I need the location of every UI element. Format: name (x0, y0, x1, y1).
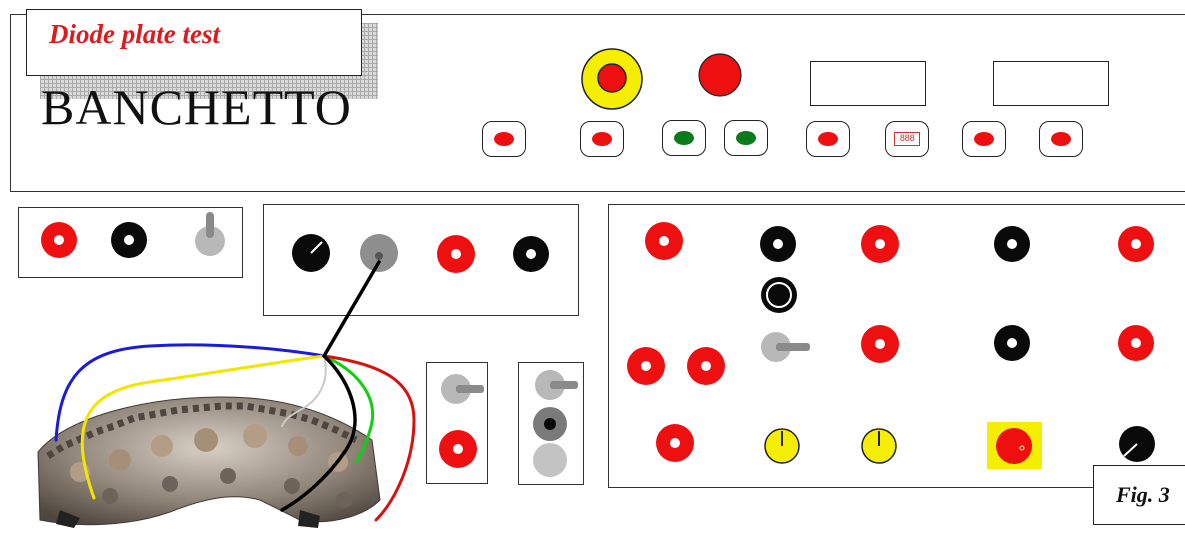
red-button-icon (974, 132, 994, 146)
grey-socket[interactable] (533, 443, 567, 477)
red-socket[interactable] (439, 430, 477, 468)
button-red-1[interactable] (482, 121, 526, 157)
figure-label-text: Fig. 3 (1116, 482, 1170, 507)
black-socket[interactable] (513, 236, 549, 272)
black-socket[interactable] (111, 222, 147, 258)
digit-display: 888 (894, 132, 920, 146)
grey-socket[interactable] (360, 234, 398, 272)
red-socket[interactable] (1118, 325, 1154, 361)
figure-label: Fig. 3 (1093, 465, 1185, 525)
black-ring-socket[interactable] (761, 277, 797, 313)
red-socket[interactable] (645, 222, 683, 260)
black-knob[interactable] (292, 234, 330, 272)
red-socket[interactable] (1118, 226, 1154, 262)
red-socket[interactable] (861, 325, 899, 363)
emergency-stop-button[interactable] (581, 48, 643, 110)
red-socket[interactable] (41, 222, 77, 258)
button-red-2[interactable] (580, 121, 624, 157)
test-wires (54, 260, 416, 522)
green-button-icon (736, 131, 756, 145)
black-socket[interactable] (994, 226, 1030, 262)
green-button-icon (674, 131, 694, 145)
yellow-knob[interactable] (861, 428, 897, 464)
red-socket[interactable] (627, 347, 665, 385)
digit-selector[interactable]: 888 (885, 121, 929, 157)
button-green-1[interactable] (662, 120, 706, 156)
red-button-icon (1051, 132, 1071, 146)
button-red-4[interactable] (962, 121, 1006, 157)
red-socket[interactable] (656, 424, 694, 462)
red-push-button[interactable] (987, 422, 1042, 469)
black-socket[interactable] (994, 325, 1030, 361)
rotary-switch-icon[interactable] (441, 374, 484, 404)
red-button-icon (592, 132, 612, 146)
grey-socket[interactable] (533, 407, 567, 441)
title-label: Diode plate test (26, 9, 362, 76)
toggle-switch-icon[interactable] (195, 212, 225, 256)
rotary-switch-icon[interactable] (535, 370, 578, 400)
bench-label: BANCHETTO (41, 79, 352, 135)
red-socket[interactable] (861, 225, 899, 263)
display-left (810, 61, 926, 106)
black-socket[interactable] (760, 226, 796, 262)
red-socket[interactable] (437, 235, 475, 273)
red-socket[interactable] (687, 347, 725, 385)
button-red-5[interactable] (1039, 121, 1083, 157)
red-lamp (698, 53, 742, 97)
button-green-2[interactable] (724, 120, 768, 156)
red-button-icon (494, 132, 514, 146)
diode-plate-image (37, 396, 381, 528)
black-knob[interactable] (1119, 426, 1155, 462)
yellow-knob[interactable] (764, 428, 800, 464)
title-text: Diode plate test (49, 19, 220, 49)
button-red-3[interactable] (806, 121, 850, 157)
display-right (993, 61, 1109, 106)
rotary-switch-icon[interactable] (761, 332, 810, 362)
red-button-icon (818, 132, 838, 146)
